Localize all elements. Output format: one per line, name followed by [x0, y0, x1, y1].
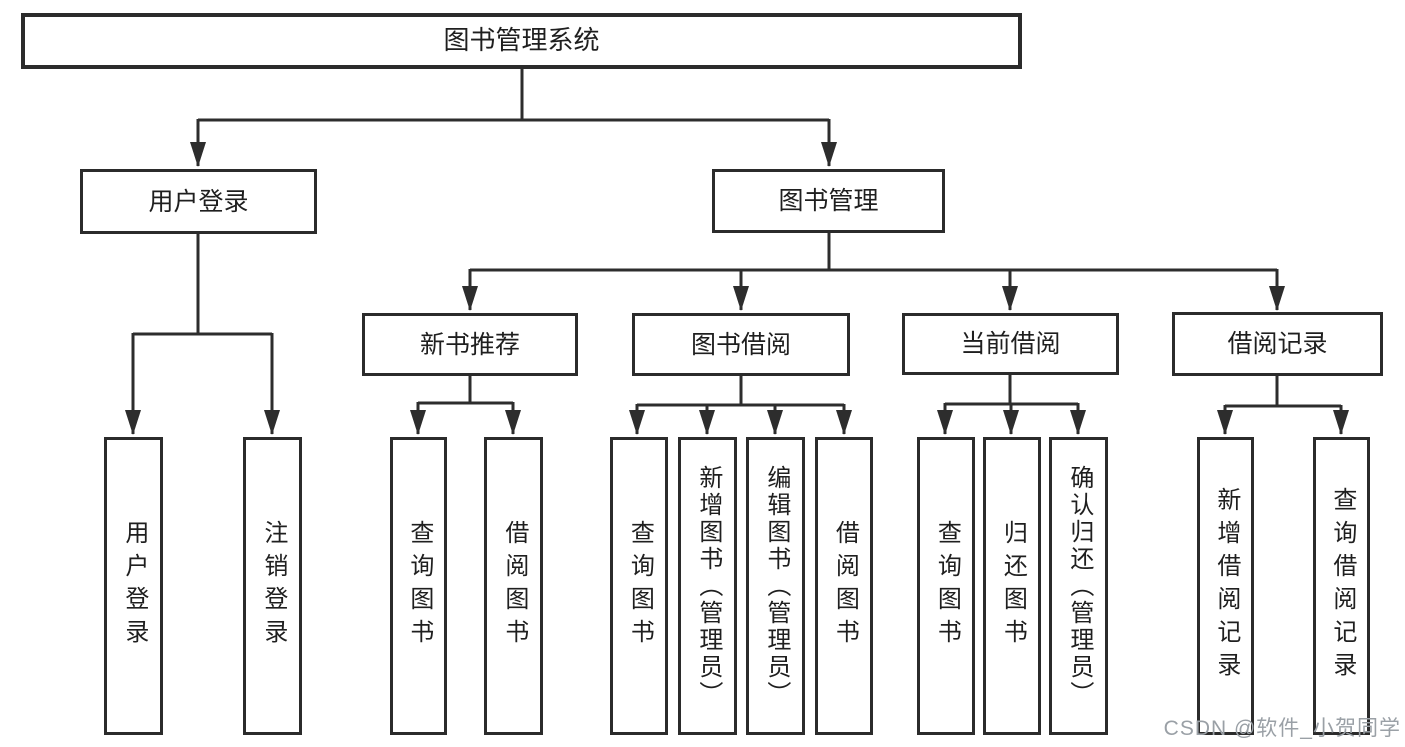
leaf-return-books: 归还图书 [983, 437, 1041, 735]
leaf-logout: 注销登录 [243, 437, 302, 735]
csdn-watermark: CSDN @软件_小贺同学 [1163, 717, 1401, 740]
leaf-borrow-books: 借阅图书 [815, 437, 873, 735]
leaf-add-borrow-record: 新增借阅记录 [1197, 437, 1254, 735]
connectors-new-book-children [410, 376, 521, 435]
connectors-borrow-records-children [1217, 376, 1349, 435]
node-user-login: 用户登录 [80, 169, 317, 234]
leaf-confirm-return-admin: 确认归还（管理员） [1049, 437, 1108, 735]
node-new-book-recommend: 新书推荐 [362, 313, 578, 376]
leaf-edit-books-admin: 编辑图书（管理员） [746, 437, 805, 735]
node-book-management: 图书管理 [712, 169, 945, 233]
leaf-query-borrow-record: 查询借阅记录 [1313, 437, 1370, 735]
leaf-borrow-query-books: 查询图书 [610, 437, 668, 735]
leaf-newbook-borrow-books: 借阅图书 [484, 437, 543, 735]
leaf-newbook-query-books: 查询图书 [390, 437, 447, 735]
leaf-current-query-books: 查询图书 [917, 437, 975, 735]
connectors-user-login-children [125, 234, 280, 435]
node-book-borrow: 图书借阅 [632, 313, 850, 376]
node-library-system: 图书管理系统 [21, 13, 1022, 69]
connectors-current-borrow-children [937, 375, 1086, 435]
node-current-borrow: 当前借阅 [902, 313, 1119, 375]
node-borrow-records: 借阅记录 [1172, 312, 1383, 376]
leaf-user-login: 用户登录 [104, 437, 163, 735]
connectors-book-borrow-children [629, 376, 852, 435]
leaf-add-books-admin: 新增图书（管理员） [678, 437, 737, 735]
connectors-book-mgmt-children [462, 233, 1285, 311]
connectors-root-to-branches [190, 69, 837, 167]
